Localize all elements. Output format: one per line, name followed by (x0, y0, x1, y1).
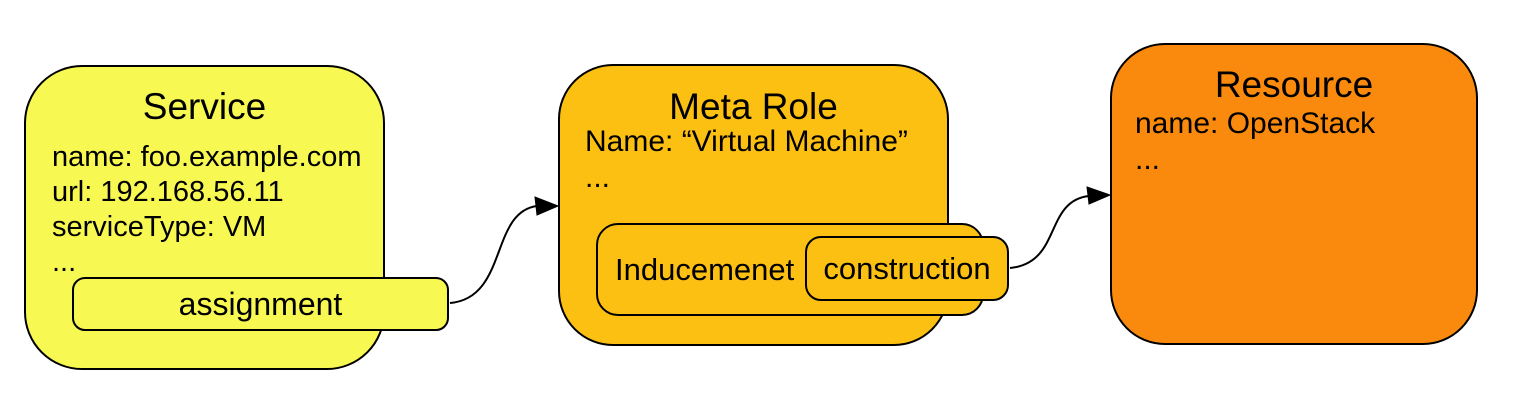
meta-role-node-title: Meta Role (669, 86, 838, 127)
meta-role-node-attributes: Name: “Virtual Machine” ... (585, 124, 908, 196)
service-node-attributes: name: foo.example.com url: 192.168.56.11… (52, 140, 361, 280)
assignment-node: assignment (72, 277, 449, 331)
construction-node-label: construction (823, 250, 991, 286)
resource-node-title: Resource (1214, 64, 1374, 105)
resource-node-attributes: name: OpenStack ... (1135, 106, 1375, 178)
service-attr-url: url: 192.168.56.11 (52, 176, 284, 208)
construction-to-resource-arrowhead-icon (1086, 186, 1112, 205)
assignment-node-label: assignment (178, 285, 343, 322)
construction-to-resource-connector (1009, 195, 1090, 269)
resource-node: Resource name: OpenStack ... (1110, 43, 1478, 345)
assignment-to-meta-role-arrowhead-icon (534, 196, 560, 216)
service-attr-ellipsis: ... (52, 246, 77, 278)
inducement-node-label: Inducemenet (615, 251, 795, 287)
meta-role-attr-ellipsis: ... (585, 161, 611, 194)
service-attr-type: serviceType: VM (52, 211, 267, 243)
resource-attr-ellipsis: ... (1135, 143, 1161, 176)
service-node-title: Service (142, 86, 267, 127)
assignment-to-meta-role-connector (449, 205, 538, 304)
resource-attr-name: name: OpenStack (1135, 107, 1376, 140)
service-attr-name: name: foo.example.com (52, 141, 362, 173)
meta-role-attr-name: Name: “Virtual Machine” (585, 125, 908, 158)
construction-node: construction (805, 236, 1009, 301)
